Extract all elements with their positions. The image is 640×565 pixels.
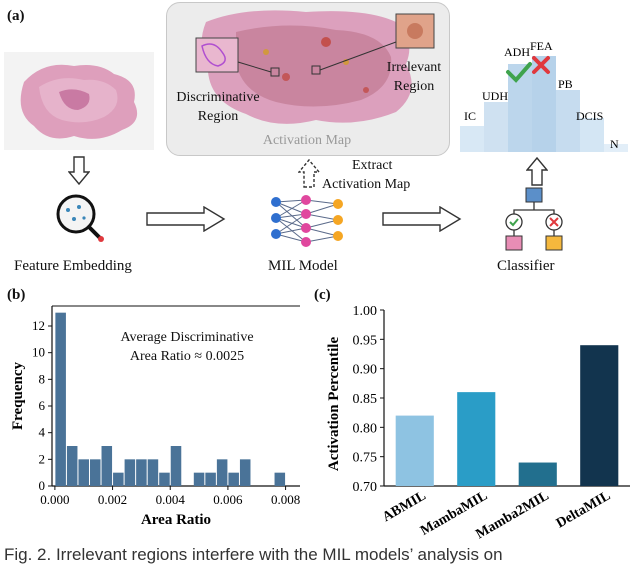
bar-abmil (395, 415, 434, 486)
histogram-bar (170, 446, 182, 486)
extract-label-line1: Extract (352, 158, 393, 173)
histogram-bar (113, 472, 124, 486)
panel-a-label: (a) (7, 8, 25, 24)
classifier-label: Classifier (497, 258, 555, 274)
histogram-bar (78, 459, 89, 486)
irrelevant-region-label: Irrelevant Region (378, 58, 450, 96)
y-tick-label: 12 (32, 318, 45, 333)
panel-c-label: (c) (314, 287, 331, 303)
y-tick-label: 6 (39, 398, 46, 413)
discriminative-region-label: Discriminative Region (168, 88, 268, 126)
mil-model-label: MIL Model (268, 258, 338, 274)
y-axis-title: Frequency (10, 361, 26, 430)
category-label: ABMIL (380, 488, 429, 525)
whole-slide-image (4, 52, 154, 150)
x-tick-label: 0.008 (271, 492, 300, 507)
annotation-line1: Average Discriminative (120, 330, 254, 345)
x-tick-label: 0.006 (213, 492, 243, 507)
discriminative-label-line2: Region (197, 109, 239, 124)
activation-map-label: Activation Map (262, 133, 352, 148)
class-label-dcis: DCIS (576, 109, 603, 123)
y-tick-label: 8 (39, 371, 46, 386)
up-arrow-icon (526, 156, 548, 186)
histogram-bar (216, 459, 228, 486)
y-axis-title: Activation Percentile (326, 337, 342, 472)
class-label-fea: FEA (530, 39, 553, 53)
histogram-bar (136, 459, 147, 486)
decision-tree-icon (505, 187, 563, 251)
histogram-bar (101, 446, 113, 486)
activation-percentile-chart: 0.700.750.800.850.900.951.00ABMILMambaMI… (326, 304, 630, 542)
x-axis-title: Area Ratio (141, 512, 211, 528)
histogram-annotation: Average Discriminative Area Ratio ≈ 0.00… (92, 328, 282, 366)
bar-deltamil (580, 345, 619, 486)
histogram-bar (55, 312, 66, 486)
y-tick-label: 0.85 (353, 392, 378, 407)
discriminative-label-line1: Discriminative (176, 90, 260, 105)
class-distribution: IC UDH ADH FEA PB DCIS N (460, 39, 628, 152)
y-tick-label: 0.75 (353, 451, 378, 466)
x-tick-label: 0.004 (156, 492, 186, 507)
panel-b-label: (b) (7, 287, 26, 303)
histogram-bar (89, 459, 101, 486)
right-arrow-icon-1 (146, 206, 226, 232)
histogram-bar (274, 472, 286, 486)
irrelevant-label-line1: Irrelevant (386, 60, 442, 75)
feature-embedding-label: Feature Embedding (14, 258, 132, 274)
histogram-bar (193, 472, 205, 486)
category-label: DeltaMIL (554, 488, 613, 531)
x-tick-label: 0.002 (98, 492, 127, 507)
annotation-line2: Area Ratio ≈ 0.0025 (129, 349, 245, 364)
figure-caption: Fig. 2. Irrelevant regions interfere wit… (4, 545, 503, 564)
y-tick-label: 1.00 (353, 304, 378, 319)
cross-icon (532, 56, 550, 74)
y-tick-label: 2 (39, 451, 46, 466)
histogram-bar (205, 472, 216, 486)
class-label-ic: IC (464, 109, 476, 123)
y-tick-label: 4 (39, 425, 46, 440)
bar-mamba2mil (518, 462, 557, 486)
activation-map-image (195, 10, 435, 124)
histogram-bar (66, 446, 78, 486)
y-tick-label: 0.95 (353, 333, 378, 348)
down-arrow-icon (68, 156, 90, 186)
histogram-bar (159, 472, 170, 486)
right-arrow-icon-2 (382, 206, 462, 232)
histogram-bar (228, 472, 239, 486)
extract-label-line2: Activation Map (322, 177, 411, 192)
class-label-adh: ADH (504, 45, 530, 59)
y-tick-label: 0 (39, 478, 46, 493)
class-label-udh: UDH (482, 89, 508, 103)
y-tick-label: 10 (32, 345, 45, 360)
irrelevant-label-line2: Region (393, 79, 435, 94)
class-label-n: N (610, 137, 619, 151)
y-tick-label: 0.90 (353, 363, 378, 378)
histogram-bar (147, 459, 159, 486)
x-tick-label: 0.000 (40, 492, 69, 507)
histogram-bar (239, 459, 251, 486)
class-label-pb: PB (558, 77, 573, 91)
y-tick-label: 0.80 (353, 421, 378, 436)
bar-mambamil (457, 392, 496, 486)
extract-label: Extract Activation Map (322, 156, 410, 194)
extract-arrow-icon (298, 158, 320, 188)
y-tick-label: 0.70 (353, 480, 378, 495)
neural-network-icon (271, 195, 343, 247)
histogram-bar (124, 459, 136, 486)
magnifier-icon (56, 194, 104, 242)
checkmark-icon (506, 62, 532, 83)
